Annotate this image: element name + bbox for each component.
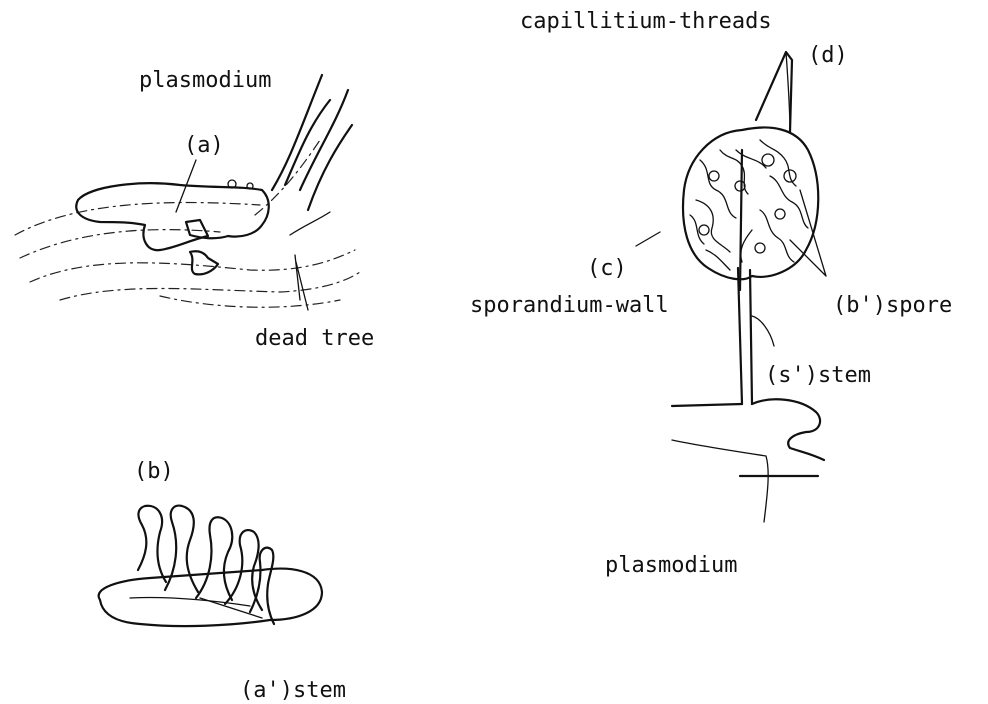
plasmodium-on-dead-tree-drawing bbox=[15, 75, 360, 310]
label-b: (b) bbox=[134, 459, 174, 484]
b-prime-spore-label: (b')spore bbox=[833, 293, 952, 318]
label-d: (d) bbox=[808, 43, 848, 68]
mature-sporangium-drawing bbox=[636, 52, 826, 522]
label-c: (c) bbox=[587, 256, 627, 281]
plasmodium-top-label: plasmodium bbox=[139, 68, 271, 93]
plasmodium-bottom-label: plasmodium bbox=[605, 553, 737, 578]
label-a: (a) bbox=[184, 133, 224, 158]
sporandium-wall-label: sporandium-wall bbox=[470, 293, 669, 318]
s-prime-stem-label: (s')stem bbox=[765, 363, 871, 388]
dead-tree-label: dead tree bbox=[255, 326, 374, 351]
a-prime-stem-label: (a')stem bbox=[240, 678, 346, 703]
young-sporangia-drawing bbox=[99, 506, 322, 626]
capillitium-threads-label: capillitium-threads bbox=[520, 9, 772, 34]
